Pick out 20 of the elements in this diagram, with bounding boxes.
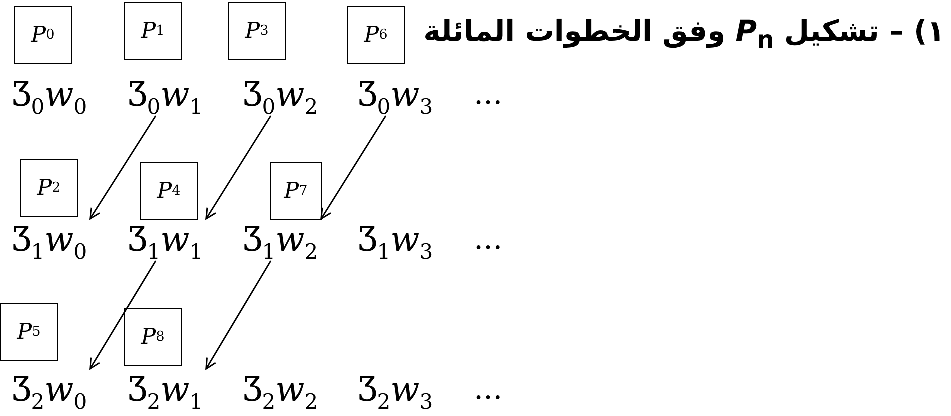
math-term: Ʒ$_{1}$w$_{1}$	[128, 219, 240, 261]
math-term: Ʒ$_{2}$w$_{0}$	[12, 369, 124, 411]
arrow	[90, 260, 157, 370]
math-term: Ʒ$_{2}$w$_{3}$	[358, 369, 470, 411]
math-term: Ʒ$_{2}$w$_{1}$	[128, 369, 240, 411]
math-term: Ʒ$_{0}$w$_{2}$	[243, 74, 355, 116]
ellipsis: ...	[474, 221, 503, 259]
math-term: Ʒ$_{0}$w$_{3}$	[358, 74, 470, 116]
arrow	[206, 116, 272, 220]
arrow	[206, 260, 272, 370]
math-term: Ʒ$_{0}$w$_{0}$	[12, 74, 124, 116]
arrow	[320, 116, 387, 220]
ellipsis: ...	[474, 76, 503, 114]
math-term: Ʒ$_{1}$w$_{2}$	[243, 219, 355, 261]
ellipsis: ...	[474, 371, 503, 409]
math-term: Ʒ$_{1}$w$_{3}$	[358, 219, 470, 261]
arrow	[90, 116, 157, 220]
math-term: Ʒ$_{0}$w$_{1}$	[128, 74, 240, 116]
math-term: Ʒ$_{2}$w$_{2}$	[243, 369, 355, 411]
math-term: Ʒ$_{1}$w$_{0}$	[12, 219, 124, 261]
